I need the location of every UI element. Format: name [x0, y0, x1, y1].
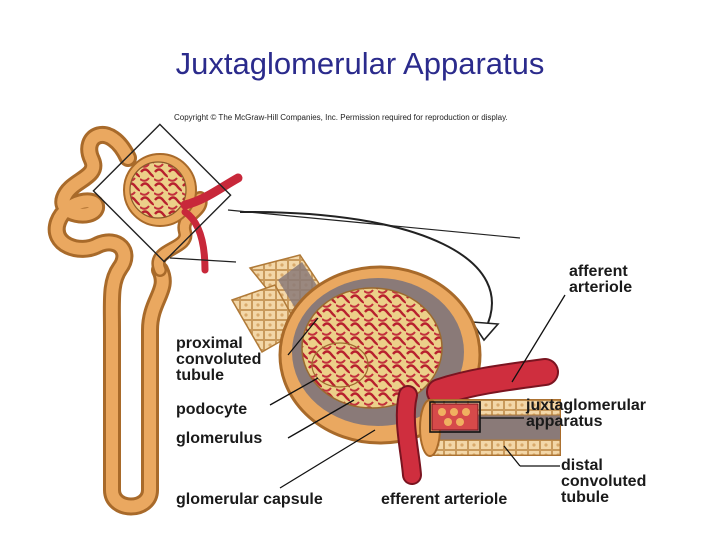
label-podocyte: podocyte: [176, 401, 248, 418]
renal-corpuscle-enlarged: [230, 254, 561, 485]
copyright-notice: Copyright © The McGraw-Hill Companies, I…: [174, 113, 508, 122]
label-glomerulus: glomerulus: [176, 430, 263, 447]
label-distal-convoluted-tubule: distal convoluted tubule: [561, 457, 647, 506]
slide-title: Juxtaglomerular Apparatus: [175, 46, 545, 81]
jga-box: [429, 401, 481, 433]
label-glomerular-capsule: glomerular capsule: [176, 491, 323, 508]
arrowhead-icon: [470, 321, 500, 342]
label-efferent-arteriole: efferent arteriole: [381, 491, 508, 508]
label-afferent-arteriole: afferent arteriole: [569, 263, 633, 296]
zoom-arrow: [239, 210, 493, 331]
nephron-overview: [47, 123, 243, 516]
zoom-connector: [227, 209, 521, 239]
zoom-connector: [169, 257, 237, 263]
label-juxtaglomerular-apparatus: juxtaglomerular apparatus: [526, 397, 647, 430]
label-proximal-convoluted-tubule: proximal convoluted tubule: [176, 335, 262, 384]
leader-lines: [269, 294, 566, 489]
